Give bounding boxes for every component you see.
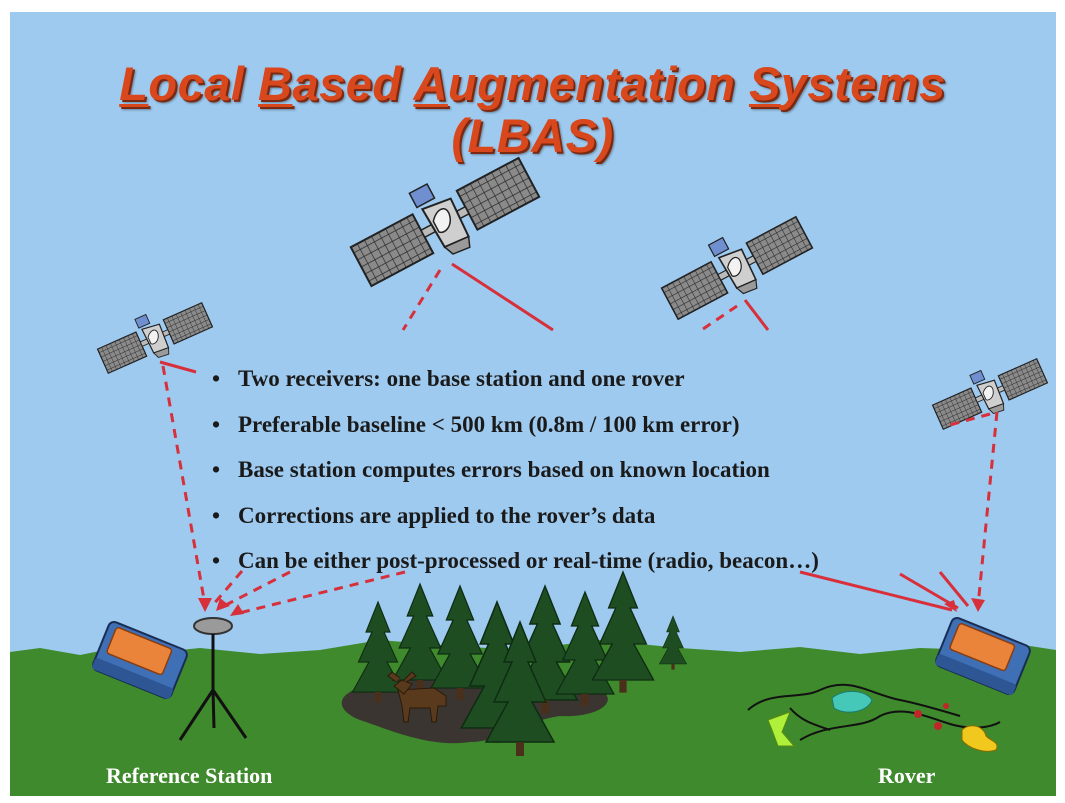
receiver-icon bbox=[935, 616, 1031, 696]
antenna-tripod-icon bbox=[178, 617, 248, 741]
bullet-dot: • bbox=[212, 366, 221, 391]
bullet-item: •Two receivers: one base station and one… bbox=[212, 356, 819, 402]
bullet-item: •Can be either post-processed or real-ti… bbox=[212, 538, 819, 584]
bullet-item: •Corrections are applied to the rover’s … bbox=[212, 493, 819, 539]
slide-title-line-1: Local Based Augmentation Systems bbox=[119, 57, 946, 110]
slide-title-line-2: (LBAS) bbox=[451, 109, 614, 162]
bullet-item: •Preferable baseline < 500 km (0.8m / 10… bbox=[212, 402, 819, 448]
map-icon bbox=[747, 683, 1001, 752]
bullet-item: •Base station computes errors based on k… bbox=[212, 447, 819, 493]
reference-station-label: Reference Station bbox=[106, 763, 273, 788]
bullet-list: •Two receivers: one base station and one… bbox=[212, 356, 819, 584]
signal-lines bbox=[159, 262, 999, 616]
forest bbox=[341, 571, 687, 757]
bullet-dot: • bbox=[212, 548, 221, 573]
rover-label: Rover bbox=[878, 763, 936, 788]
receiver-icon bbox=[92, 620, 188, 700]
bullet-dot: • bbox=[212, 411, 221, 437]
signal-arrowheads bbox=[198, 598, 985, 616]
bullet-dot: • bbox=[212, 457, 221, 482]
moose-icon bbox=[387, 671, 447, 723]
bullet-dot: • bbox=[212, 502, 221, 528]
